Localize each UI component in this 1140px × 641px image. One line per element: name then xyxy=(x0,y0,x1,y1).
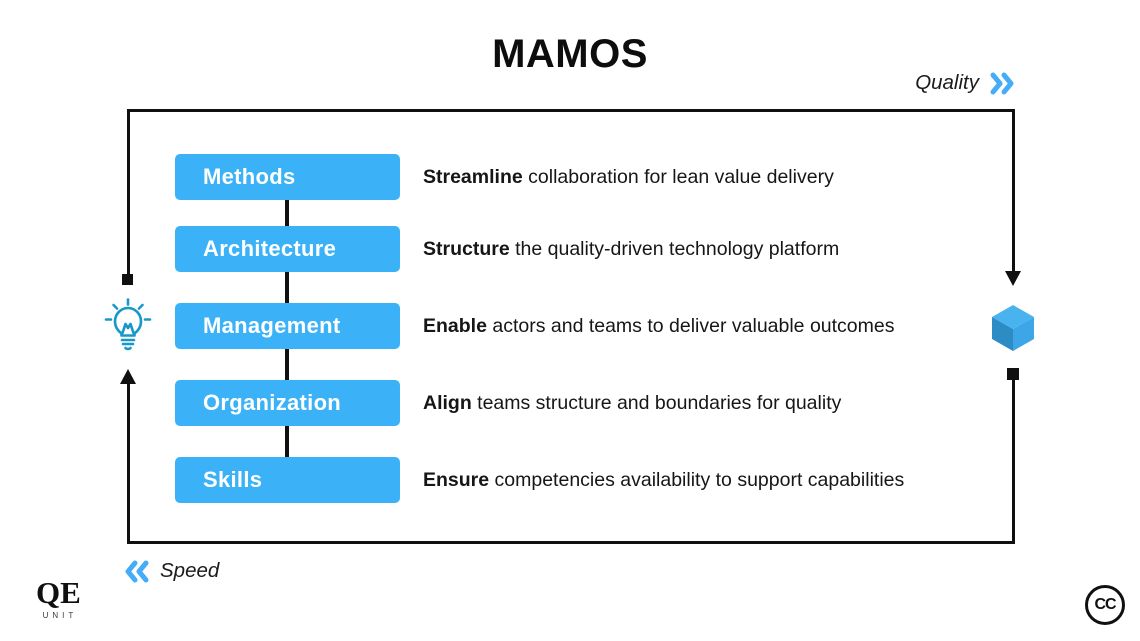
description-rest: the quality-driven technology platform xyxy=(509,238,840,260)
box-skills: Skills xyxy=(175,457,400,503)
quality-arrowhead-down xyxy=(1005,271,1021,286)
description-verb: Align xyxy=(423,392,472,414)
box-organization: Organization xyxy=(175,380,400,426)
double-chevron-left-icon xyxy=(125,560,149,582)
description-rest: competencies availability to support cap… xyxy=(489,469,905,491)
box-label: Organization xyxy=(203,390,342,415)
description-methods: Streamline collaboration for lean value … xyxy=(423,154,834,200)
speed-arrowhead-up xyxy=(120,369,136,384)
frame-left-upper-line xyxy=(127,109,130,277)
description-verb: Structure xyxy=(423,238,510,260)
box-methods: Methods xyxy=(175,154,400,200)
description-verb: Ensure xyxy=(423,469,490,491)
frame-right-square-endpoint xyxy=(1007,368,1019,380)
cube-icon xyxy=(992,305,1034,351)
frame-bottom-line xyxy=(127,541,1015,544)
creative-commons-icon: CC xyxy=(1085,585,1125,625)
connector-methods-architecture xyxy=(285,200,289,226)
box-label: Skills xyxy=(203,467,263,492)
connector-management-organization xyxy=(285,349,289,380)
connector-architecture-management xyxy=(285,272,289,303)
speed-axis: Speed xyxy=(123,559,219,583)
description-verb: Enable xyxy=(423,315,487,337)
frame-top-line xyxy=(127,109,1015,112)
quality-label: Quality xyxy=(915,71,979,94)
speed-label: Speed xyxy=(160,559,220,582)
box-label: Management xyxy=(203,313,341,338)
description-rest: collaboration for lean value delivery xyxy=(522,166,834,188)
box-architecture: Architecture xyxy=(175,226,400,272)
logo-sub-text: UNIT xyxy=(42,611,78,620)
frame-left-square-endpoint xyxy=(122,274,133,285)
frame-left-lower-line xyxy=(127,383,130,543)
quality-axis: Quality xyxy=(915,71,1016,95)
double-chevron-right-icon xyxy=(990,72,1014,94)
description-verb: Streamline xyxy=(423,166,523,188)
description-management: Enable actors and teams to deliver valua… xyxy=(423,303,895,349)
lightbulb-icon xyxy=(104,298,152,351)
frame-right-upper-line xyxy=(1012,109,1015,272)
description-rest: actors and teams to deliver valuable out… xyxy=(486,315,895,337)
description-architecture: Structure the quality-driven technology … xyxy=(423,226,839,272)
description-rest: teams structure and boundaries for quali… xyxy=(471,392,842,414)
connector-organization-skills xyxy=(285,426,289,457)
box-label: Methods xyxy=(203,164,296,189)
logo-main-text: QE xyxy=(36,575,81,610)
page-title: MAMOS xyxy=(492,32,648,76)
qe-unit-logo: QE UNIT xyxy=(36,577,81,620)
box-management: Management xyxy=(175,303,400,349)
frame-right-lower-line xyxy=(1012,379,1015,543)
description-organization: Align teams structure and boundaries for… xyxy=(423,380,841,426)
description-skills: Ensure competencies availability to supp… xyxy=(423,457,904,503)
box-label: Architecture xyxy=(203,236,337,261)
